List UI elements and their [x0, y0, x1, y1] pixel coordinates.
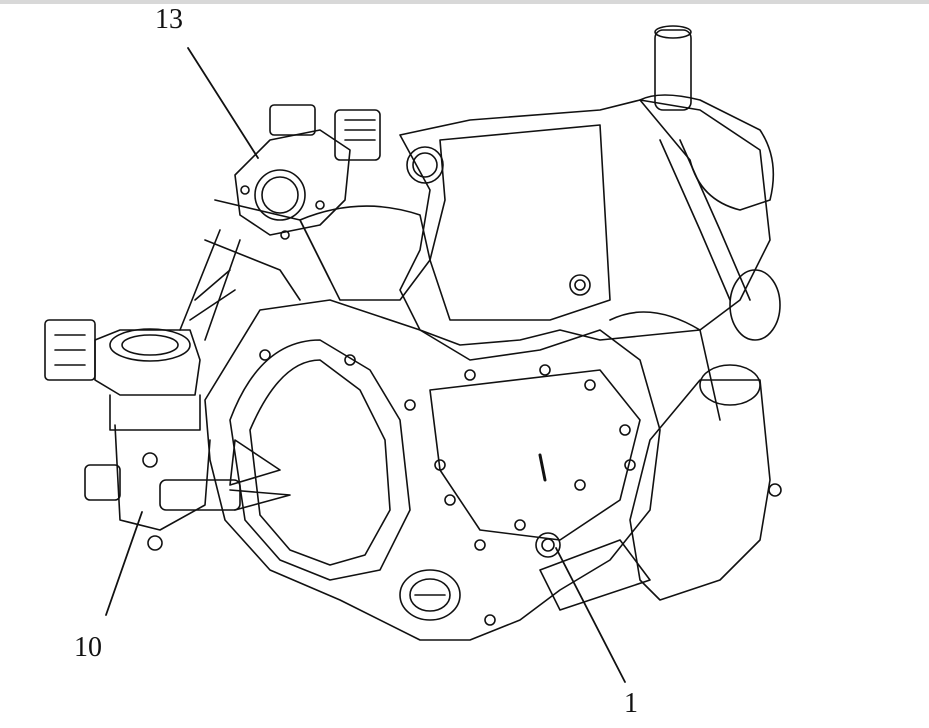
leader-line-13 — [187, 47, 259, 159]
callout-label-10: 10 — [74, 632, 102, 663]
callout-label-1: 1 — [624, 688, 638, 719]
callout-label-13: 13 — [155, 4, 183, 35]
bolts — [259, 349, 782, 626]
cylinder-head — [399, 99, 771, 346]
throttle-body-10 — [44, 319, 241, 551]
top-border — [0, 0, 929, 4]
leader-line-10 — [105, 511, 143, 616]
intake-manifold — [179, 199, 431, 341]
crankcase — [204, 299, 782, 641]
leader-line-1 — [555, 547, 626, 683]
throttle-body-13 — [234, 104, 381, 240]
water-pipe — [609, 25, 781, 601]
